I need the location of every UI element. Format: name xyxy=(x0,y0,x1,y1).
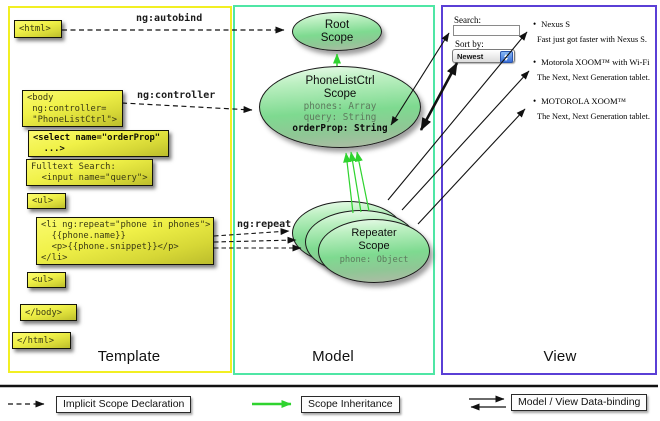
template-panel-label: Template xyxy=(97,348,161,365)
view-panel-label: View xyxy=(543,348,577,365)
phone-snippet: The Next, Next Generation tablet. xyxy=(537,112,650,121)
code-box-select-orderprop: <select name="orderProp" ...> xyxy=(28,130,169,157)
model-panel-label: Model xyxy=(312,348,354,365)
phonelistctrl-scope-title: PhoneListCtrl Scope xyxy=(305,75,375,100)
code-box-html-open: <html> xyxy=(14,20,62,38)
legend-implicit-scope-declaration: Implicit Scope Declaration xyxy=(56,396,192,413)
code-box-body-open: <body ng:controller= "PhoneListCtrl"> xyxy=(22,90,123,127)
code-box-ul-open: <ul> xyxy=(27,193,66,209)
repeater-scope-ellipse: Repeater Scope phone: Object xyxy=(318,219,430,283)
phone-list-item: • Motorola XOOM™ with Wi-Fi The Next, Nex… xyxy=(533,57,655,82)
repeater-scope-title: Repeater Scope xyxy=(351,227,397,252)
code-box-ul-second: <ul> xyxy=(27,272,66,288)
model-panel xyxy=(233,5,435,375)
sort-by-label: Sort by: xyxy=(455,39,484,49)
sort-dropdown[interactable]: Newest xyxy=(452,49,515,63)
search-label: Search: xyxy=(454,15,481,25)
ng-repeat-label: ng:repeat xyxy=(237,219,292,230)
bullet-icon: • xyxy=(533,19,537,29)
phonelistctrl-scope-props: phones: Array query: String xyxy=(303,101,377,123)
ng-controller-label: ng:controller xyxy=(137,90,216,101)
root-scope-title: Root Scope xyxy=(320,19,354,44)
phonelistctrl-scope-ellipse: PhoneListCtrl Scope phones: Array query:… xyxy=(259,66,421,148)
phone-name: MOTOROLA XOOM™ xyxy=(541,96,627,106)
phone-name: Nexus S xyxy=(541,19,571,29)
phone-name: Motorola XOOM™ with Wi-Fi xyxy=(541,57,650,67)
code-box-li-repeat: <li ng:repeat="phone in phones"> {{phone… xyxy=(36,217,214,265)
phonelistctrl-scope-orderprop: orderProp: String xyxy=(292,123,388,134)
bullet-icon: • xyxy=(533,96,537,106)
phone-list-item: • Nexus S Fast just got faster with Nexus… xyxy=(533,19,655,44)
search-input[interactable] xyxy=(453,25,520,36)
phone-list-item: • MOTOROLA XOOM™ The Next, Next Generatio… xyxy=(533,96,655,121)
dropdown-stepper-icon xyxy=(500,51,513,63)
code-box-body-close: </body> xyxy=(20,304,77,321)
legend-scope-inheritance: Scope Inheritance xyxy=(301,396,400,413)
code-box-html-close: </html> xyxy=(12,332,71,349)
sort-dropdown-value: Newest xyxy=(457,52,484,61)
phone-snippet: Fast just got faster with Nexus S. xyxy=(537,35,647,44)
repeater-scope-props: phone: Object xyxy=(339,255,409,265)
bullet-icon: • xyxy=(533,57,537,67)
phone-snippet: The Next, Next Generation tablet. xyxy=(537,73,650,82)
ng-autobind-label: ng:autobind xyxy=(136,13,203,24)
legend-model-view-data-binding: Model / View Data-binding xyxy=(511,394,648,411)
root-scope-ellipse: Root Scope xyxy=(292,12,382,51)
code-box-fulltext-search: Fulltext Search: <input name="query"> xyxy=(26,159,153,186)
